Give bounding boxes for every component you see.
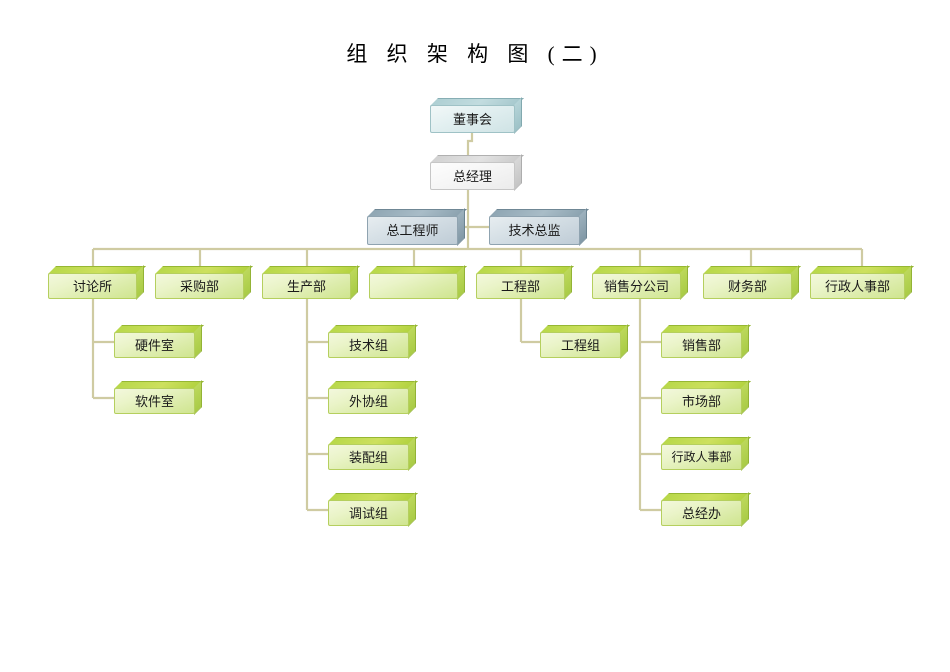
node-label-production-child-0: 技术组 — [328, 332, 409, 358]
node-bevel-right — [457, 208, 465, 246]
node-bevel-right — [194, 324, 202, 359]
node-bevel-right — [408, 492, 416, 527]
node-label-department-6: 财务部 — [703, 273, 792, 299]
node-department-4[interactable]: 工程部 — [476, 265, 574, 300]
node-label-production-child-3: 调试组 — [328, 500, 409, 526]
node-sales-child-3[interactable]: 总经办 — [661, 492, 751, 527]
node-label-department-4: 工程部 — [476, 273, 565, 299]
node-bevel-right — [514, 97, 522, 134]
node-bevel-right — [457, 265, 465, 300]
node-production-child-3[interactable]: 调试组 — [328, 492, 418, 527]
node-bevel-right — [791, 265, 799, 300]
node-bevel-right — [350, 265, 358, 300]
node-department-3[interactable] — [369, 265, 467, 300]
node-bevel-right — [579, 208, 587, 246]
node-bevel-right — [514, 154, 522, 191]
node-discussion-child-0[interactable]: 硬件室 — [114, 324, 204, 359]
node-general-manager[interactable]: 总经理 — [430, 154, 524, 191]
node-bevel-right — [243, 265, 251, 300]
node-label-sales-child-3: 总经办 — [661, 500, 742, 526]
node-technical-director[interactable]: 技术总监 — [489, 208, 589, 246]
node-label-sales-child-1: 市场部 — [661, 388, 742, 414]
node-label-discussion-child-0: 硬件室 — [114, 332, 195, 358]
node-label-department-3 — [369, 273, 458, 299]
node-bevel-right — [408, 380, 416, 415]
node-discussion-child-1[interactable]: 软件室 — [114, 380, 204, 415]
node-label-department-1: 采购部 — [155, 273, 244, 299]
node-label-engineering-child-0: 工程组 — [540, 332, 621, 358]
node-sales-child-1[interactable]: 市场部 — [661, 380, 751, 415]
node-label-department-7: 行政人事部 — [810, 273, 905, 299]
node-bevel-right — [904, 265, 912, 300]
node-bevel-right — [741, 324, 749, 359]
node-board[interactable]: 董事会 — [430, 97, 524, 134]
node-label-board: 董事会 — [430, 105, 515, 133]
node-bevel-right — [741, 492, 749, 527]
node-label-general-manager: 总经理 — [430, 162, 515, 190]
node-engineering-child-0[interactable]: 工程组 — [540, 324, 630, 359]
node-bevel-right — [741, 436, 749, 471]
node-label-sales-child-2: 行政人事部 — [661, 444, 742, 470]
node-bevel-right — [564, 265, 572, 300]
node-department-0[interactable]: 讨论所 — [48, 265, 146, 300]
node-production-child-2[interactable]: 装配组 — [328, 436, 418, 471]
node-label-production-child-1: 外协组 — [328, 388, 409, 414]
node-label-chief-engineer: 总工程师 — [367, 216, 458, 245]
node-bevel-right — [408, 436, 416, 471]
node-bevel-right — [194, 380, 202, 415]
node-bevel-right — [408, 324, 416, 359]
node-bevel-right — [136, 265, 144, 300]
node-chief-engineer[interactable]: 总工程师 — [367, 208, 467, 246]
node-department-6[interactable]: 财务部 — [703, 265, 801, 300]
node-department-7[interactable]: 行政人事部 — [810, 265, 914, 300]
node-label-department-5: 销售分公司 — [592, 273, 681, 299]
node-sales-child-2[interactable]: 行政人事部 — [661, 436, 751, 471]
node-label-department-0: 讨论所 — [48, 273, 137, 299]
node-bevel-right — [680, 265, 688, 300]
node-label-production-child-2: 装配组 — [328, 444, 409, 470]
node-department-2[interactable]: 生产部 — [262, 265, 360, 300]
node-label-technical-director: 技术总监 — [489, 216, 580, 245]
page-title: 组 织 架 构 图 (二) — [346, 42, 604, 66]
node-label-discussion-child-1: 软件室 — [114, 388, 195, 414]
node-production-child-0[interactable]: 技术组 — [328, 324, 418, 359]
node-sales-child-0[interactable]: 销售部 — [661, 324, 751, 359]
node-bevel-right — [741, 380, 749, 415]
node-bevel-right — [620, 324, 628, 359]
node-production-child-1[interactable]: 外协组 — [328, 380, 418, 415]
node-department-5[interactable]: 销售分公司 — [592, 265, 690, 300]
node-department-1[interactable]: 采购部 — [155, 265, 253, 300]
node-label-sales-child-0: 销售部 — [661, 332, 742, 358]
node-label-department-2: 生产部 — [262, 273, 351, 299]
